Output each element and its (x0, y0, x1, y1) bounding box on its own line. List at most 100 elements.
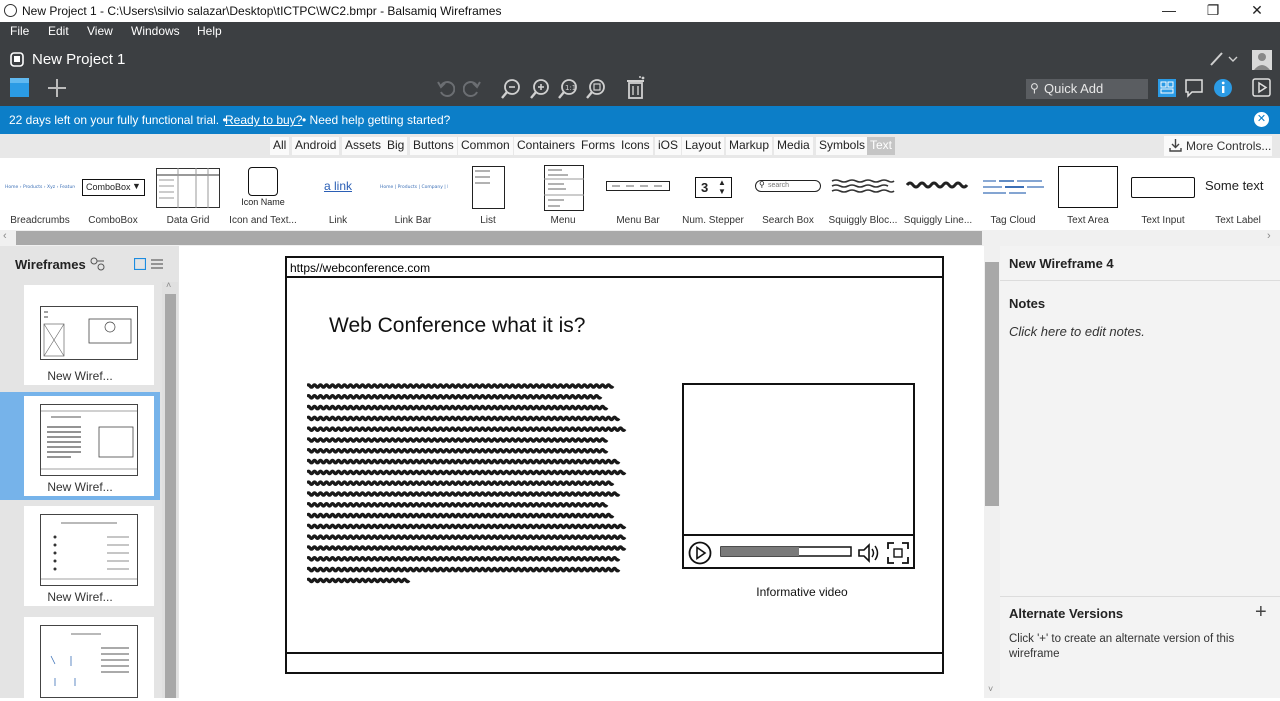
tab-markup[interactable]: Markup (726, 137, 773, 155)
trash-icon[interactable] (625, 76, 647, 100)
component-squiggly-block[interactable]: Squiggly Bloc... (826, 158, 900, 230)
wireframes-scroll-thumb[interactable] (165, 294, 176, 698)
info-icon[interactable] (1213, 78, 1233, 98)
squiggly-text-block[interactable] (307, 382, 637, 592)
video-progress-bar[interactable] (720, 546, 854, 558)
wireframe-thumbnail-3[interactable]: New Wiref... (24, 506, 154, 606)
component-tag-cloud[interactable]: Tag Cloud (976, 158, 1050, 230)
menu-file[interactable]: File (10, 24, 30, 38)
scroll-left-icon[interactable]: ‹ (3, 230, 7, 242)
tab-all[interactable]: All (270, 137, 290, 155)
component-text-input[interactable]: Text Input (1126, 158, 1200, 230)
zoom-in-icon[interactable] (529, 78, 551, 100)
wireframe-name[interactable]: New Wireframe 4 (1009, 256, 1114, 271)
play-icon[interactable] (688, 541, 714, 565)
volume-icon[interactable] (857, 542, 883, 564)
component-menu-bar[interactable]: Menu Bar (601, 158, 675, 230)
wireframe-thumbnail-4[interactable] (24, 617, 154, 698)
address-bar[interactable]: https//webconference.com (287, 258, 942, 278)
component-data-grid[interactable]: Data Grid (151, 158, 225, 230)
user-avatar-icon[interactable] (1252, 50, 1272, 70)
component-text-label[interactable]: Some text Text Label (1205, 178, 1264, 226)
scroll-right-icon[interactable]: › (1267, 230, 1271, 242)
menu-windows[interactable]: Windows (131, 24, 180, 38)
tab-containers[interactable]: Containers (514, 137, 579, 155)
video-caption[interactable]: Informative video (756, 585, 848, 599)
notes-title: Notes (1009, 296, 1046, 311)
quick-add-input[interactable]: ⚲ Quick Add (1026, 79, 1148, 99)
minimize-button[interactable]: — (1162, 2, 1176, 18)
more-controls-button[interactable]: More Controls... (1164, 136, 1272, 156)
wireframes-options-icon[interactable] (90, 257, 106, 271)
component-num-stepper[interactable]: 3 ▲▼ Num. Stepper (682, 177, 744, 226)
comments-icon[interactable] (1184, 78, 1204, 98)
browser-window-mockup[interactable]: https//webconference.com Web Conference … (285, 256, 944, 674)
wireframes-panel-title: Wireframes (15, 257, 86, 272)
fullscreen-icon[interactable] (886, 541, 910, 565)
tab-text[interactable]: Text (867, 137, 896, 155)
tab-buttons[interactable]: Buttons (410, 137, 457, 155)
thumbnail-view-icon[interactable] (134, 258, 146, 270)
canvas-scrollbar[interactable]: ˅ (984, 246, 1000, 698)
actual-size-icon[interactable]: 1:1 (557, 78, 579, 100)
wireframe-heading[interactable]: Web Conference what it is? (329, 314, 586, 337)
component-squiggly-line[interactable]: Squiggly Line... (901, 158, 975, 230)
add-wireframe-icon[interactable] (47, 78, 67, 98)
help-link-text[interactable]: • Need help getting started? (302, 113, 451, 127)
svg-text:Home › Products › Xyz › Featur: Home › Products › Xyz › Features (5, 184, 75, 190)
tab-forms[interactable]: Forms (578, 137, 618, 155)
menu-help[interactable]: Help (197, 24, 222, 38)
component-link-bar[interactable]: Home | Products | Company | Blog Link Ba… (376, 158, 450, 230)
component-menu[interactable]: Menu (526, 158, 600, 230)
presentation-mode-icon[interactable] (1252, 78, 1272, 98)
tab-android[interactable]: Android (292, 137, 340, 155)
add-alternate-version-icon[interactable]: + (1255, 601, 1267, 623)
squiggly-line (307, 534, 627, 540)
zoom-fit-icon[interactable] (585, 78, 607, 100)
redo-icon[interactable] (463, 78, 483, 98)
component-search-box[interactable]: search ⚲ Search Box (751, 158, 825, 230)
tab-ios[interactable]: iOS (655, 137, 682, 155)
scroll-down-icon[interactable]: ˅ (988, 684, 994, 694)
scroll-up-icon[interactable]: ˄ (166, 280, 172, 290)
wireframe-canvas[interactable]: https//webconference.com Web Conference … (179, 246, 984, 698)
canvas-scroll-thumb[interactable] (985, 262, 999, 506)
component-text-area[interactable]: Text Area (1051, 158, 1125, 230)
tab-layout[interactable]: Layout (682, 137, 725, 155)
zoom-out-icon[interactable] (500, 78, 522, 100)
squiggly-line (307, 480, 615, 486)
component-icon-and-text[interactable]: Icon Name Icon and Text... (226, 158, 300, 230)
menu-view[interactable]: View (87, 24, 113, 38)
svg-text:1:1: 1:1 (565, 84, 576, 92)
squiggly-line (307, 523, 627, 530)
property-inspector-icon[interactable] (1157, 78, 1177, 98)
wireframes-scrollbar[interactable]: ˄ (162, 280, 178, 698)
component-list[interactable]: List (451, 158, 525, 230)
tab-symbols[interactable]: Symbols (816, 137, 869, 155)
wireframe-thumbnail-2[interactable]: New Wiref... (24, 396, 154, 496)
component-link[interactable]: a link Link (301, 158, 375, 230)
component-breadcrumbs[interactable]: Home › Products › Xyz › Features Breadcr… (3, 158, 77, 230)
buy-link[interactable]: Ready to buy? (225, 113, 303, 127)
panel-toggle-icon[interactable] (10, 78, 29, 97)
edit-mode-icon[interactable] (1208, 50, 1238, 68)
squiggly-line (307, 577, 411, 584)
notes-editor[interactable]: Click here to edit notes. (1009, 324, 1145, 339)
tab-assets[interactable]: Assets (342, 137, 385, 155)
wireframe-thumbnail-1[interactable]: New Wiref... (24, 285, 154, 385)
menu-edit[interactable]: Edit (48, 24, 69, 38)
list-view-icon[interactable] (151, 258, 163, 270)
component-combobox[interactable]: ComboBox ▼ ComboBox (76, 158, 150, 230)
tab-icons[interactable]: Icons (618, 137, 653, 155)
restore-button[interactable]: ❐ (1206, 2, 1220, 18)
library-scrollbar[interactable]: ‹ › (0, 230, 1280, 246)
close-banner-icon[interactable]: ✕ (1254, 112, 1269, 127)
video-player-mockup[interactable] (682, 383, 915, 569)
tab-media[interactable]: Media (774, 137, 813, 155)
library-scroll-thumb[interactable] (16, 231, 982, 245)
tab-common[interactable]: Common (458, 137, 513, 155)
undo-icon[interactable] (435, 78, 455, 98)
close-window-button[interactable]: ✕ (1251, 2, 1263, 18)
trial-banner: 22 days left on your fully functional tr… (0, 106, 1280, 134)
tab-big[interactable]: Big (384, 137, 408, 155)
